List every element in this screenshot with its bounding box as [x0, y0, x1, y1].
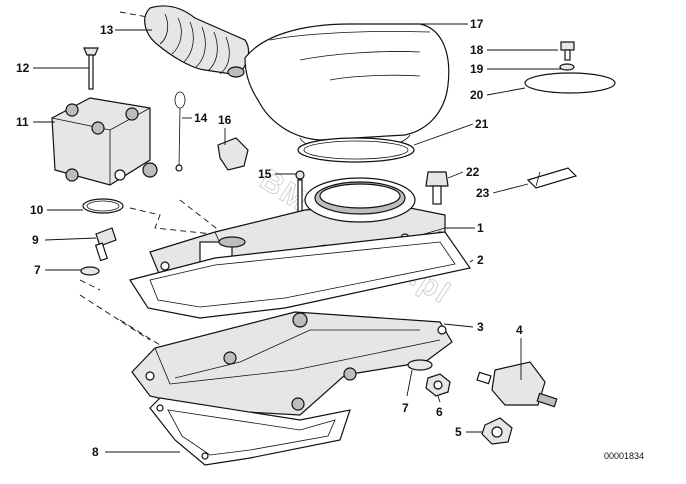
gasket-frame-part-8 — [149, 397, 351, 466]
bolt-part-18 — [560, 41, 575, 61]
callout-13: 13 — [100, 23, 114, 37]
drawing-id: 00001834 — [604, 451, 644, 461]
nut-part-5 — [481, 417, 513, 445]
nut-part-6 — [425, 373, 451, 397]
washer-part-7-upper — [80, 266, 100, 276]
clip-part-23 — [526, 167, 578, 189]
callout-20: 20 — [470, 88, 484, 102]
rubber-mount-part-4 — [476, 361, 558, 408]
bracket-part-16 — [217, 137, 249, 171]
gasket-disc-part — [524, 72, 616, 94]
callout-4: 4 — [516, 323, 523, 337]
callout-2: 2 — [477, 253, 484, 267]
callout-10: 10 — [30, 203, 44, 217]
callout-8: 8 — [92, 445, 99, 459]
ring-gasket-part-21 — [297, 137, 415, 163]
callout-19: 19 — [470, 62, 484, 76]
callout-6: 6 — [436, 405, 443, 419]
callout-1: 1 — [477, 221, 484, 235]
callout-7-lower: 7 — [402, 401, 409, 415]
callout-16: 16 — [218, 113, 232, 127]
screw-part-12 — [83, 47, 99, 90]
callout-23: 23 — [476, 186, 490, 200]
callout-14: 14 — [194, 111, 208, 125]
callout-21: 21 — [475, 117, 489, 131]
callout-labels: 13 17 18 19 20 12 11 14 16 21 15 22 23 1… — [16, 17, 523, 459]
callout-12: 12 — [16, 61, 30, 75]
callout-9: 9 — [32, 233, 39, 247]
callout-15: 15 — [258, 167, 272, 181]
callout-3: 3 — [477, 320, 484, 334]
washer-part-19 — [559, 63, 575, 71]
callout-7-upper: 7 — [34, 263, 41, 277]
callout-18: 18 — [470, 43, 484, 57]
gasket-part-2 — [129, 231, 472, 319]
callout-5: 5 — [455, 425, 462, 439]
leader-lines — [33, 23, 562, 453]
bolt-part-22 — [425, 171, 449, 205]
air-housing-part — [244, 23, 450, 151]
callout-11: 11 — [16, 115, 29, 129]
intake-boot-part — [144, 5, 250, 78]
dipstick-part-14 — [174, 91, 186, 172]
callout-22: 22 — [466, 165, 480, 179]
throttle-body-part — [51, 97, 158, 186]
sump-pan-part-3 — [131, 311, 453, 416]
washer-part-7-lower — [407, 359, 433, 371]
o-ring-part-10 — [82, 198, 124, 214]
callout-17: 17 — [470, 17, 484, 31]
bolt-part-9 — [94, 227, 117, 262]
